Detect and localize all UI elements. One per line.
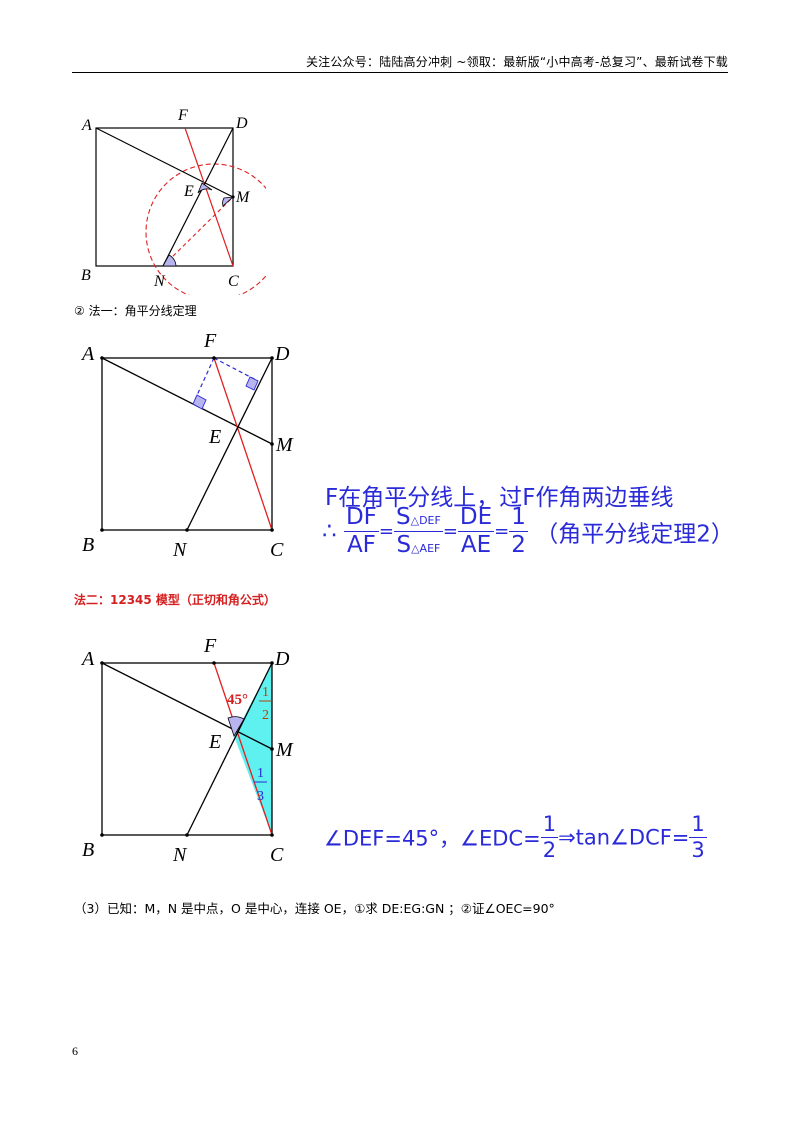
frac-top-den: 2 <box>262 708 269 723</box>
method-1-note: F在角平分线上，过F作角两边垂线 <box>325 485 674 511</box>
label-F: F <box>177 107 188 124</box>
method-1-reason: （角平分线定理2） <box>535 521 734 548</box>
label-A: A <box>81 117 92 134</box>
label-M: M <box>235 189 251 206</box>
label-C: C <box>270 844 284 866</box>
dashed-NM <box>162 196 234 267</box>
figure-3-diagram: 45° 1 2 1 3 A F D E M B N C <box>80 635 294 866</box>
angle-45-label: 45° <box>227 692 248 708</box>
page-number: 6 <box>72 1044 78 1058</box>
angle-mark-E <box>197 182 213 194</box>
angle-mark-N <box>162 254 177 267</box>
cyan-triangle <box>234 663 272 835</box>
question-3: （3）已知：M，N 是中点，O 是中心，连接 OE，①求 DE:EG:GN ；②… <box>74 901 555 916</box>
figure-2-diagram: A F D E M B N C <box>80 330 294 561</box>
perp-F-DE <box>213 357 259 382</box>
label-A: A <box>80 343 95 365</box>
line-FC <box>184 127 234 267</box>
frac-bot-num: 1 <box>257 766 264 781</box>
label-E: E <box>183 183 194 200</box>
frac-top-num: 1 <box>262 685 269 700</box>
label-C: C <box>228 273 239 290</box>
header-rule <box>72 72 728 73</box>
label-B: B <box>82 839 94 861</box>
label-F: F <box>203 635 217 657</box>
label-M: M <box>275 434 294 456</box>
line-DN <box>162 127 234 267</box>
right-angle-mark-1 <box>192 394 207 410</box>
label-N: N <box>172 539 188 561</box>
line-AM <box>101 662 273 750</box>
line-AM <box>95 127 234 198</box>
label-C: C <box>270 539 284 561</box>
angle-mark-45 <box>227 716 245 737</box>
label-A: A <box>80 648 95 670</box>
point-M <box>231 195 235 199</box>
line-AM <box>101 357 273 445</box>
label-E: E <box>208 731 221 753</box>
label-B: B <box>82 534 94 556</box>
label-B: B <box>81 267 91 284</box>
right-angle-mark-2 <box>245 376 259 391</box>
label-F: F <box>203 330 217 352</box>
line-FC <box>213 357 273 531</box>
label-D: D <box>274 648 290 670</box>
frac-bot-den: 3 <box>257 789 264 804</box>
method-1-caption: ② 法一：角平分线定理 <box>74 304 197 318</box>
angle-mark-M <box>222 196 235 207</box>
label-D: D <box>274 343 290 365</box>
label-M: M <box>275 739 294 761</box>
line-DN <box>186 357 273 531</box>
label-D: D <box>235 115 248 132</box>
therefore-symbol: ∴ <box>322 518 337 545</box>
label-N: N <box>153 273 166 290</box>
square <box>95 127 234 267</box>
line-FC <box>213 662 273 836</box>
figure-1-diagram: A F D E M B N C <box>81 107 266 295</box>
line-DN <box>186 662 273 836</box>
label-E: E <box>208 426 221 448</box>
label-N: N <box>172 844 188 866</box>
method-2-caption: 法二：12345 模型（正切和角公式） <box>74 593 276 607</box>
page-header: 关注公众号：陆陆高分冲刺 ~领取：最新版“小中高考-总复习”、最新试卷下载 <box>305 55 728 69</box>
